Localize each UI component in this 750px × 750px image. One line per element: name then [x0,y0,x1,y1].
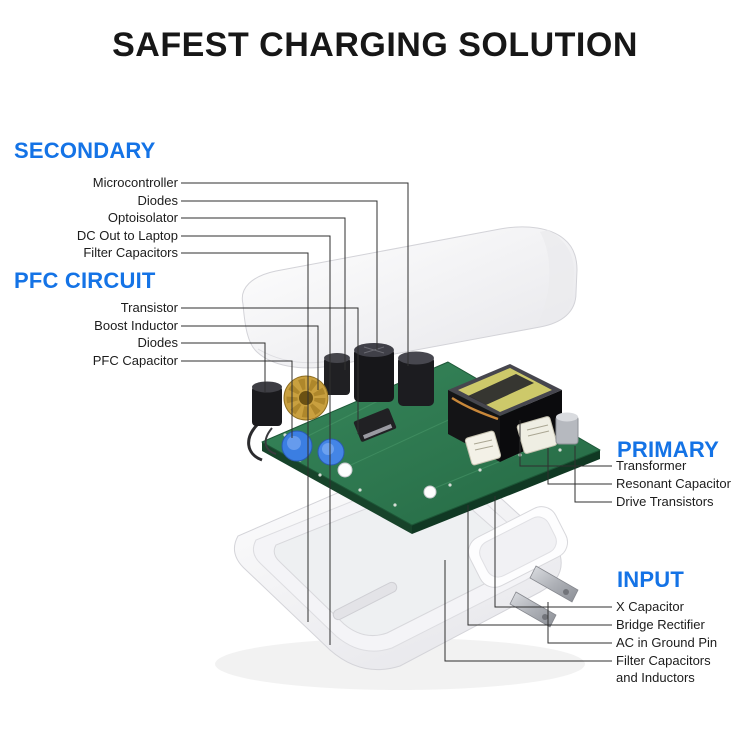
callout-transformer [519,420,612,467]
callout-pfc-capacitor [181,360,293,438]
adapter-bottom-case [233,455,562,671]
label-pfc-capacitor: PFC Capacitor [92,353,178,368]
label-boost-inductor: Boost Inductor [94,318,178,333]
label-resonant-capacitor: Resonant Capacitor [616,476,731,491]
primary-heading: PRIMARY [617,437,720,462]
label-filter-capacitors-secondary: Filter Capacitors [83,245,178,260]
input-heading: INPUT [617,567,684,592]
callout-bridge-rectifier [467,505,612,626]
wire [264,427,277,455]
callout-dc-out [181,235,331,645]
callout-drive-transistors [574,446,612,503]
ac-prong [509,591,557,628]
label-x-capacitor: X Capacitor [616,599,684,614]
secondary-heading: SECONDARY [14,138,156,163]
callout-diodes-pfc [181,342,266,392]
label-filter-capacitors-input: Filter Capacitors [616,653,711,668]
label-ac-in-ground-pin: AC in Ground Pin [616,635,718,650]
callout-boost-inductor [181,325,319,390]
callout-input-filter-caps [444,560,612,662]
callout-diodes-secondary [181,200,378,350]
pcb-standoff [423,485,437,499]
label-microcontroller: Microcontroller [92,175,178,190]
toroidal-inductor [283,375,329,421]
page-title: SAFEST CHARGING SOLUTION [112,26,638,64]
resonant-capacitor [555,412,579,445]
callout-optoisolator [181,217,346,370]
pcb-standoff [337,462,353,478]
callout-ac-ground-pin [547,602,612,644]
callout-lines [181,182,612,662]
case-slot [332,581,398,621]
label-optoisolator: Optoisolator [107,210,178,225]
adapter-top-cover [241,226,578,369]
film-capacitors [464,416,558,466]
callout-resonant-capacitor [547,448,612,485]
pfc-blue-capacitors [281,430,345,466]
label-dc-out-to-laptop: DC Out to Laptop [76,228,178,243]
cover-curl [536,230,574,326]
callout-transistor [181,307,359,434]
label-transistor: Transistor [120,300,178,315]
label-diodes-secondary: Diodes [137,193,178,208]
callout-filter-capacitors-secondary [181,252,309,622]
label-drive-transistors: Drive Transistors [616,494,714,509]
pfc-heading: PFC CIRCUIT [14,268,156,293]
callout-x-capacitor [494,496,612,608]
label-and-inductors: and Inductors [616,670,695,685]
transistor-chip [353,408,397,442]
label-bridge-rectifier: Bridge Rectifier [616,617,705,632]
wire [247,422,263,462]
label-diodes-pfc: Diodes [137,335,178,350]
callout-microcontroller [181,182,409,366]
ac-plug-prongs [467,506,579,628]
label-transformer: Transformer [616,458,687,473]
